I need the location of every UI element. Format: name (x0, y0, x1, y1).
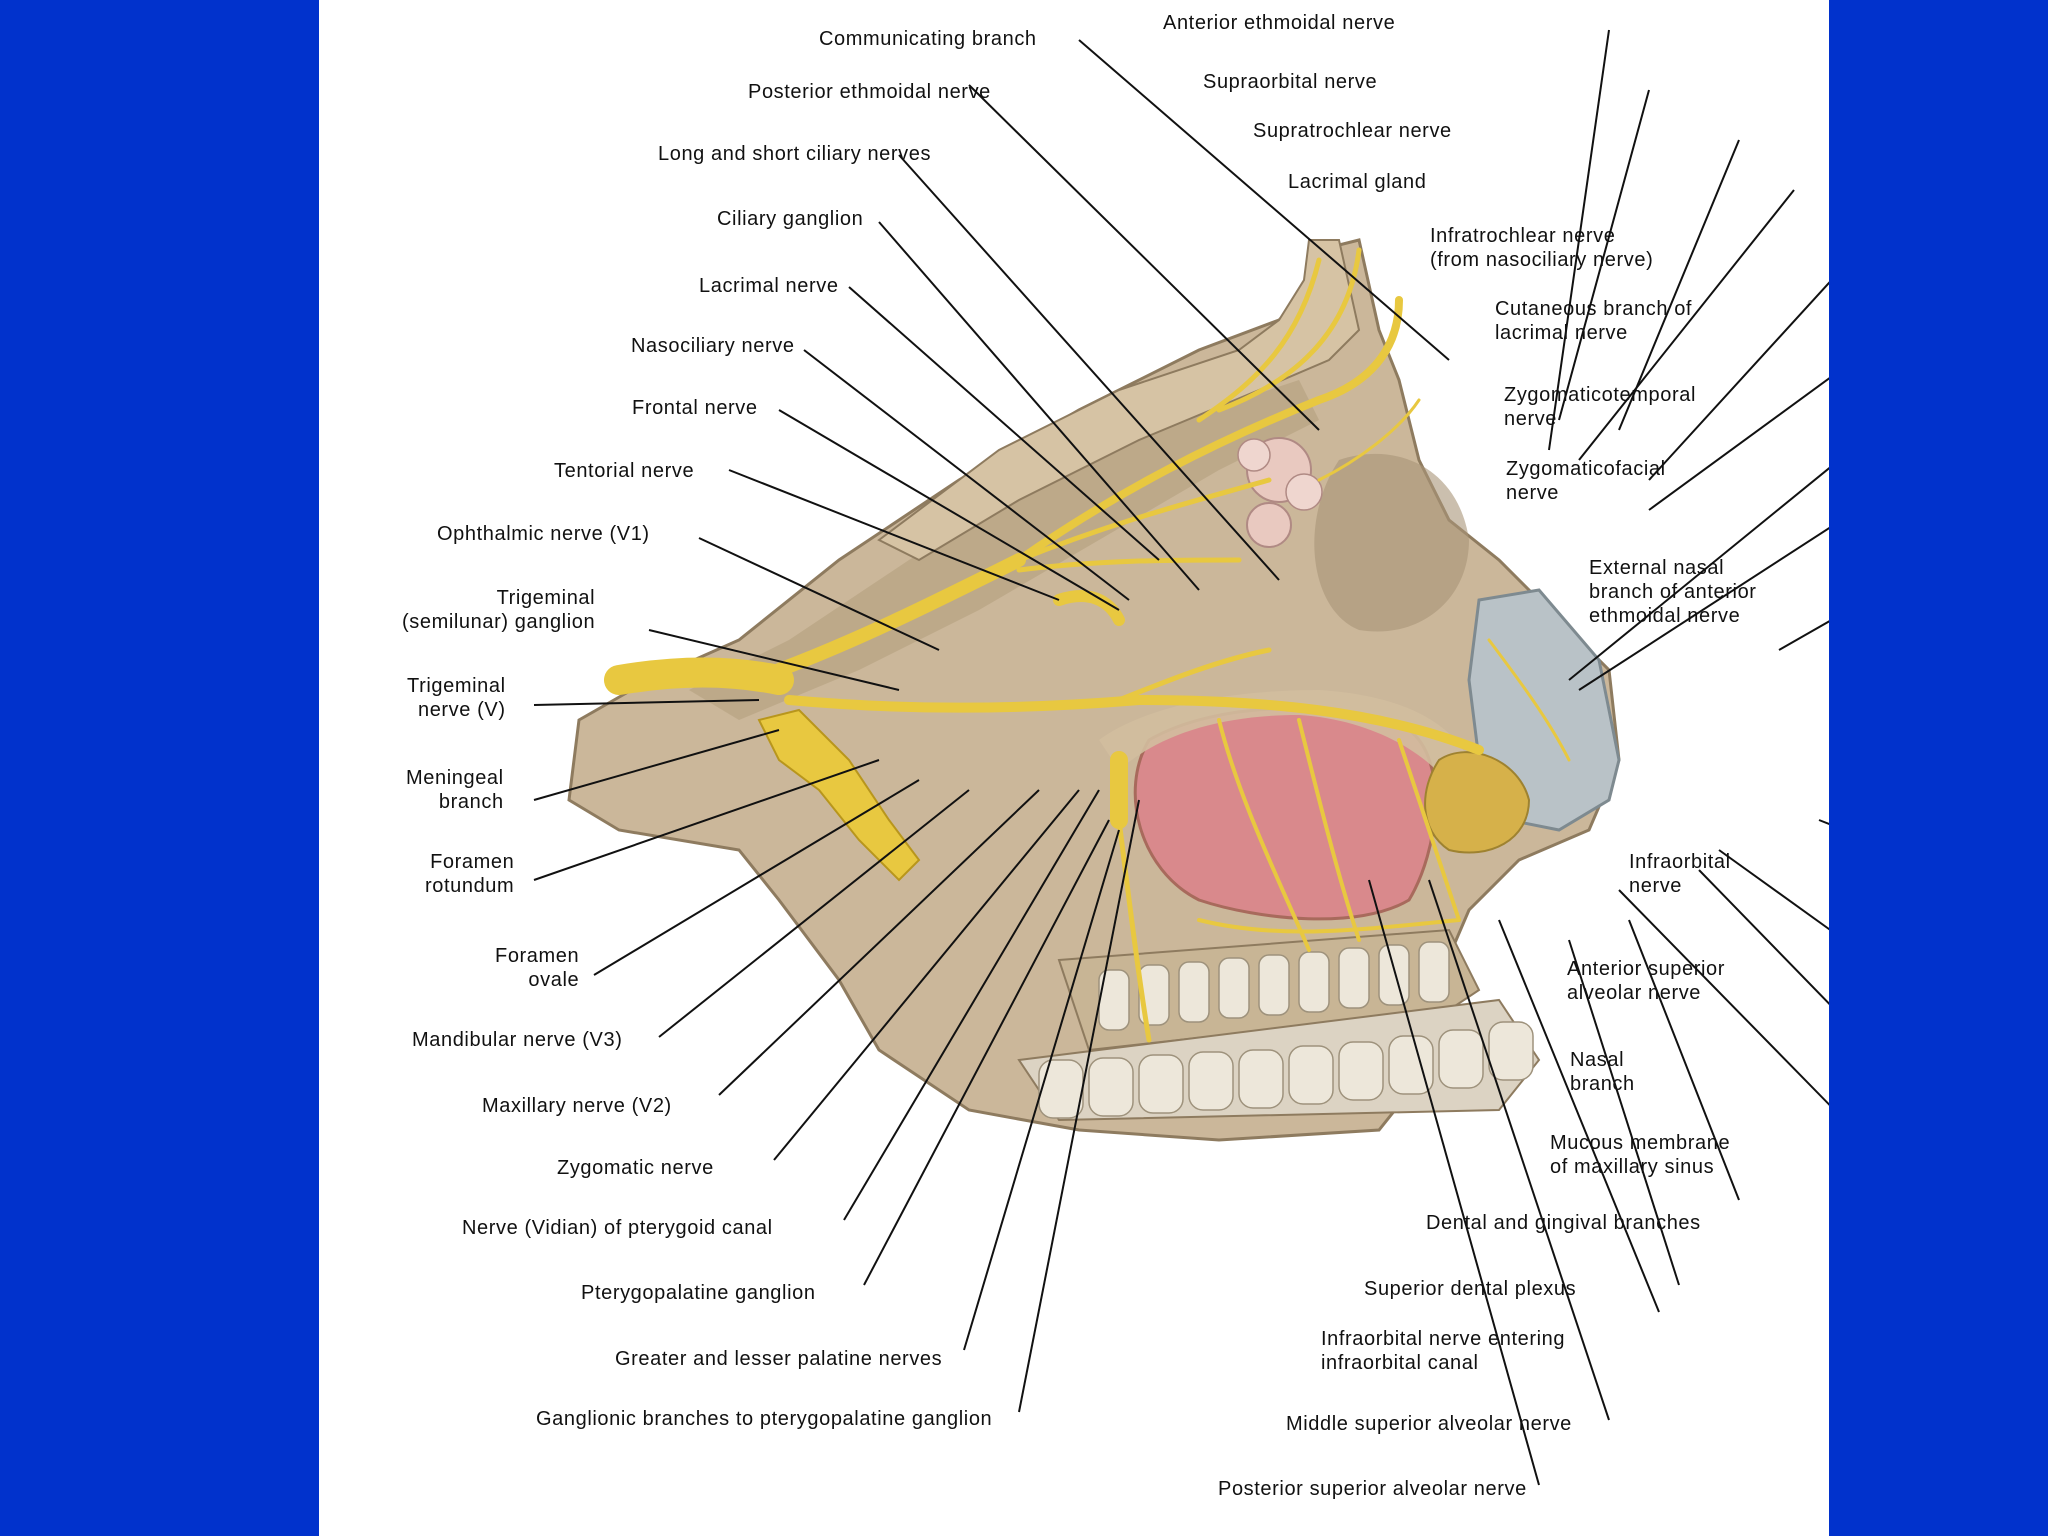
trigeminal-illustration (533, 29, 1829, 1486)
lower-tooth (1188, 1051, 1234, 1111)
label-palatine-nerves: Greater and lesser palatine nerves (615, 1348, 943, 1370)
ophthalmic-trunk (772, 553, 1026, 677)
upper-tooth (1378, 944, 1410, 1006)
label-lacrimal-gland: Lacrimal gland (1288, 171, 1427, 193)
external-nasal (1487, 638, 1571, 762)
label-posterior-ethmoidal-nerve: Posterior ethmoidal nerve (748, 81, 991, 103)
cutaneous-branch (1317, 398, 1421, 482)
lower-tooth (1288, 1045, 1334, 1105)
upper-tooth (1418, 941, 1450, 1003)
diagram-panel: Communicating branch Posterior ethmoidal… (319, 0, 1829, 1536)
palatine-nerves (1116, 817, 1152, 1043)
lower-tooth (1088, 1057, 1134, 1117)
label-infratrochlear-nerve: Infratrochlear nerve(from nasociliary ne… (1430, 225, 1654, 271)
orbit-shadow (1314, 453, 1469, 632)
ciliary-ganglion (1053, 590, 1125, 626)
upper-tooth (1218, 957, 1250, 1019)
label-supratrochlear-nerve: Supratrochlear nerve (1253, 120, 1452, 142)
lower-tooth (1038, 1059, 1084, 1119)
label-pterygopalatine-ganglion: Pterygopalatine ganglion (581, 1282, 816, 1304)
label-tentorial-nerve: Tentorial nerve (554, 460, 695, 482)
label-dental-gingival-branches: Dental and gingival branches (1426, 1212, 1701, 1234)
label-vidian-nerve: Nerve (Vidian) of pterygoid canal (462, 1217, 773, 1239)
nasal-ala (1424, 751, 1531, 854)
upper-tooth (1258, 954, 1290, 1016)
label-ophthalmic-nerve: Ophthalmic nerve (V1) (437, 523, 650, 545)
label-ganglionic-branches: Ganglionic branches to pterygopalatine g… (536, 1408, 993, 1430)
msa-nerve (1297, 718, 1361, 942)
label-trigeminal-ganglion: Trigeminal(semilunar) ganglion (402, 587, 596, 633)
lower-tooth (1438, 1029, 1484, 1089)
leader-lines (533, 29, 1829, 1486)
label-anterior-ethmoidal-nerve: Anterior ethmoidal nerve (1163, 12, 1396, 34)
label-middle-superior-alveolar: Middle superior alveolar nerve (1286, 1413, 1572, 1435)
label-supraorbital-nerve: Supraorbital nerve (1203, 71, 1378, 93)
label-mandibular-nerve: Mandibular nerve (V3) (412, 1029, 623, 1051)
lacrimal-nerve-path (1016, 477, 1272, 563)
asa-nerve (1397, 738, 1461, 922)
label-frontal-nerve: Frontal nerve (632, 397, 758, 419)
frontal-nerve (1015, 296, 1403, 564)
lower-tooth (1238, 1049, 1284, 1109)
maxillary-trunk (784, 694, 1484, 755)
label-maxillary-nerve: Maxillary nerve (V2) (482, 1095, 672, 1117)
lower-tooth (1338, 1041, 1384, 1101)
label-ciliary-ganglion: Ciliary ganglion (717, 208, 864, 230)
lower-tooth (1138, 1054, 1184, 1114)
label-zygomatic-nerve: Zygomatic nerve (557, 1157, 714, 1179)
left-blue-border (0, 0, 319, 1536)
nerves (604, 247, 1571, 1043)
label-nasociliary-nerve: Nasociliary nerve (631, 335, 795, 357)
lower-tooth (1388, 1035, 1434, 1095)
maxillary-sinus (1133, 707, 1437, 921)
label-long-short-ciliary-nerves: Long and short ciliary nerves (658, 143, 932, 165)
mandibular-nerve-bundle (757, 708, 921, 882)
upper-tooth (1178, 961, 1210, 1023)
nasociliary (1016, 557, 1242, 573)
trigeminal-root (604, 657, 794, 695)
label-lacrimal-nerve: Lacrimal nerve (699, 275, 839, 297)
label-communicating-branch: Communicating branch (819, 28, 1037, 50)
psa-nerve (1217, 718, 1311, 952)
upper-tooth (1338, 947, 1370, 1009)
lower-tooth (1488, 1021, 1534, 1081)
upper-tooth (1298, 951, 1330, 1013)
lacrimal-gland (1237, 437, 1323, 548)
right-blue-border (1829, 0, 2048, 1536)
zygomatic-branch (1116, 647, 1272, 703)
label-superior-dental-plexus: Superior dental plexus (1364, 1278, 1577, 1300)
teeth-group (1038, 941, 1534, 1119)
label-posterior-superior-alveolar: Posterior superior alveolar nerve (1218, 1478, 1527, 1500)
supraorbital (1196, 257, 1322, 423)
dental-plexus (1197, 918, 1461, 934)
